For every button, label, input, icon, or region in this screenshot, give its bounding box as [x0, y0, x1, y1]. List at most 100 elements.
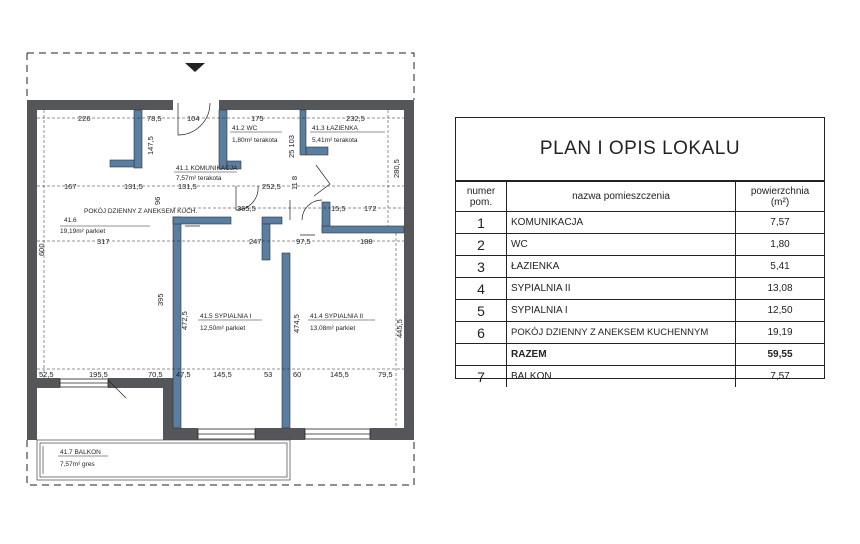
- table-row: 2 WC 1,80: [456, 233, 824, 256]
- table-header-row: numer pom. nazwa pomieszczenia powierzch…: [456, 181, 824, 212]
- row-area: 7,57: [735, 211, 824, 234]
- room-label-balkon: 41.7 BALKON: [60, 449, 101, 456]
- dim-label: 474,5: [292, 314, 301, 333]
- header-area-line1: powierzchnia: [750, 185, 810, 197]
- windows: [59, 378, 371, 440]
- header-number: numer pom.: [456, 181, 507, 212]
- dim-label: 97,5: [296, 237, 311, 246]
- floor-plan: 226 78,5 104 175 232,5 147,5 25 103 280,…: [26, 52, 415, 486]
- dim-label: 145,5: [213, 370, 232, 379]
- header-area: powierzchnia (m²): [735, 181, 824, 212]
- dim-label: 600: [37, 243, 46, 256]
- dim-label: 145,5: [330, 370, 349, 379]
- row-number: 5: [456, 299, 507, 322]
- dim-label: 365,5: [237, 204, 256, 213]
- room-labels: 41.1 KOMUNIKACJA 7,57m² terakota 41.2 WC…: [58, 125, 385, 468]
- header-area-line2: (m²): [770, 196, 790, 208]
- row-area: 19,19: [735, 321, 824, 344]
- dim-label: 195,5: [89, 370, 108, 379]
- dim-label: 15,5: [331, 204, 346, 213]
- dim-label: 53: [264, 370, 272, 379]
- row-area: 12,50: [735, 299, 824, 322]
- row-number: 4: [456, 277, 507, 300]
- dim-label: 79,5: [378, 370, 393, 379]
- dim-label: 167: [64, 182, 77, 191]
- table-row: 1 KOMUNIKACJA 7,57: [456, 211, 824, 234]
- room-area-wc: 1,80m² terakota: [232, 137, 278, 144]
- dimension-lines: [37, 110, 404, 428]
- row-area: 1,80: [735, 233, 824, 256]
- row-name: SYPIALNIA I: [506, 299, 736, 322]
- room-label-sypialnia-2: 41.4 SYPIALNIA II: [310, 313, 363, 320]
- table-row: 4 SYPIALNIA II 13,08: [456, 277, 824, 300]
- table-row: 6 POKÓJ DZIENNY Z ANEKSEM KUCHENNYM 19,1…: [456, 321, 824, 344]
- row-name: WC: [506, 233, 736, 256]
- dim-label: 104: [187, 114, 200, 123]
- roof-outline: [26, 52, 415, 486]
- dim-label: 147,5: [146, 136, 155, 155]
- room-label-pokoj-dzienny: POKÓJ DZIENNY Z ANEKSEM KUCH.: [84, 206, 197, 215]
- schedule-title: PLAN I OPIS LOKALU: [456, 118, 824, 181]
- dim-label: 252,5: [262, 182, 281, 191]
- header-number-line2: pom.: [469, 196, 493, 208]
- entrance-arrow-icon: [185, 63, 205, 72]
- table-row: 5 SYPIALNIA I 12,50: [456, 299, 824, 322]
- room-label-sypialnia-1: 41.5 SYPIALNIA I: [200, 313, 252, 320]
- dim-label: 280,5: [392, 159, 401, 178]
- room-schedule-panel: PLAN I OPIS LOKALU numer pom. nazwa pomi…: [455, 117, 825, 387]
- room-schedule-table: numer pom. nazwa pomieszczenia powierzch…: [456, 181, 824, 387]
- dim-label: 78,5: [147, 114, 162, 123]
- table-row: 7 BALKON 7,57: [456, 365, 824, 387]
- dim-label: 70,5: [148, 370, 163, 379]
- dim-label: 96: [153, 197, 162, 205]
- room-number-pokoj-dzienny: 41.6: [64, 217, 77, 224]
- dim-label: 445,5: [395, 319, 404, 338]
- total-row: RAZEM 59,55: [456, 343, 824, 366]
- room-label-wc: 41.2 WC: [232, 125, 258, 132]
- dim-label: 226: [78, 114, 91, 123]
- header-name: nazwa pomieszczenia: [506, 181, 736, 212]
- dim-label: 188: [360, 237, 373, 246]
- row-name: BALKON: [506, 365, 736, 387]
- exterior-walls: [27, 100, 414, 440]
- row-number: 7: [456, 365, 507, 387]
- row-name: POKÓJ DZIENNY Z ANEKSEM KUCHENNYM: [506, 321, 736, 344]
- dim-label: 317: [97, 237, 110, 246]
- dim-label: 172: [364, 204, 377, 213]
- dim-label: 52,5: [39, 370, 54, 379]
- dim-label: 60: [293, 370, 301, 379]
- dim-label: 232,5: [346, 114, 365, 123]
- room-area-sypialnia-2: 13,08m² parkiet: [310, 325, 355, 332]
- dimension-labels: 226 78,5 104 175 232,5 147,5 25 103 280,…: [37, 114, 404, 379]
- interior-partitions: [109, 109, 405, 429]
- dim-label: 131,5: [178, 182, 197, 191]
- dim-label: 395: [156, 293, 165, 306]
- balcony: [36, 439, 291, 481]
- dim-label: 472,5: [180, 311, 189, 330]
- row-name: KOMUNIKACJA: [506, 211, 736, 234]
- row-number: 3: [456, 255, 507, 278]
- dim-label: 175: [251, 114, 264, 123]
- room-area-balkon: 7,57m² gres: [60, 461, 95, 468]
- row-name: SYPIALNIA II: [506, 277, 736, 300]
- room-area-lazienka: 5,41m² terakota: [312, 137, 358, 144]
- total-area: 59,55: [735, 343, 824, 366]
- total-label: RAZEM: [506, 343, 736, 366]
- doors: [107, 102, 331, 399]
- dim-label: 11 8: [290, 176, 299, 190]
- row-area: 7,57: [735, 365, 824, 387]
- row-number: 2: [456, 233, 507, 256]
- dim-label: 247: [249, 237, 262, 246]
- room-area-sypialnia-1: 12,50m² parkiet: [200, 325, 245, 332]
- row-area: 5,41: [735, 255, 824, 278]
- dim-label: 131,5: [124, 182, 143, 191]
- dim-label: 47,5: [176, 370, 191, 379]
- room-label-lazienka: 41.3 ŁAZIENKA: [312, 125, 359, 132]
- row-number: 6: [456, 321, 507, 344]
- room-label-komunikacja: 41.1 KOMUNIKACJA: [176, 165, 238, 172]
- total-number: [456, 343, 507, 366]
- table-row: 3 ŁAZIENKA 5,41: [456, 255, 824, 278]
- header-number-line1: numer: [466, 185, 496, 197]
- row-area: 13,08: [735, 277, 824, 300]
- dim-label: 25 103: [287, 135, 296, 158]
